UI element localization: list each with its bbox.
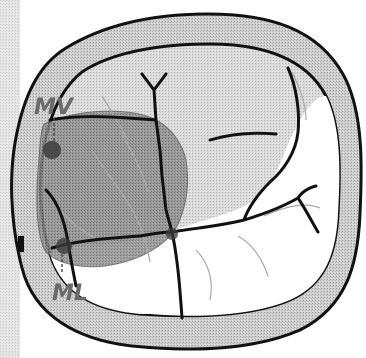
rim-tick [18,236,24,252]
center-cusp-marker [166,228,178,240]
mv-cusp-marker [43,141,61,159]
ml-cusp-marker [56,238,72,254]
ml-label: ML [52,281,88,306]
mv-label: MV [34,95,75,120]
